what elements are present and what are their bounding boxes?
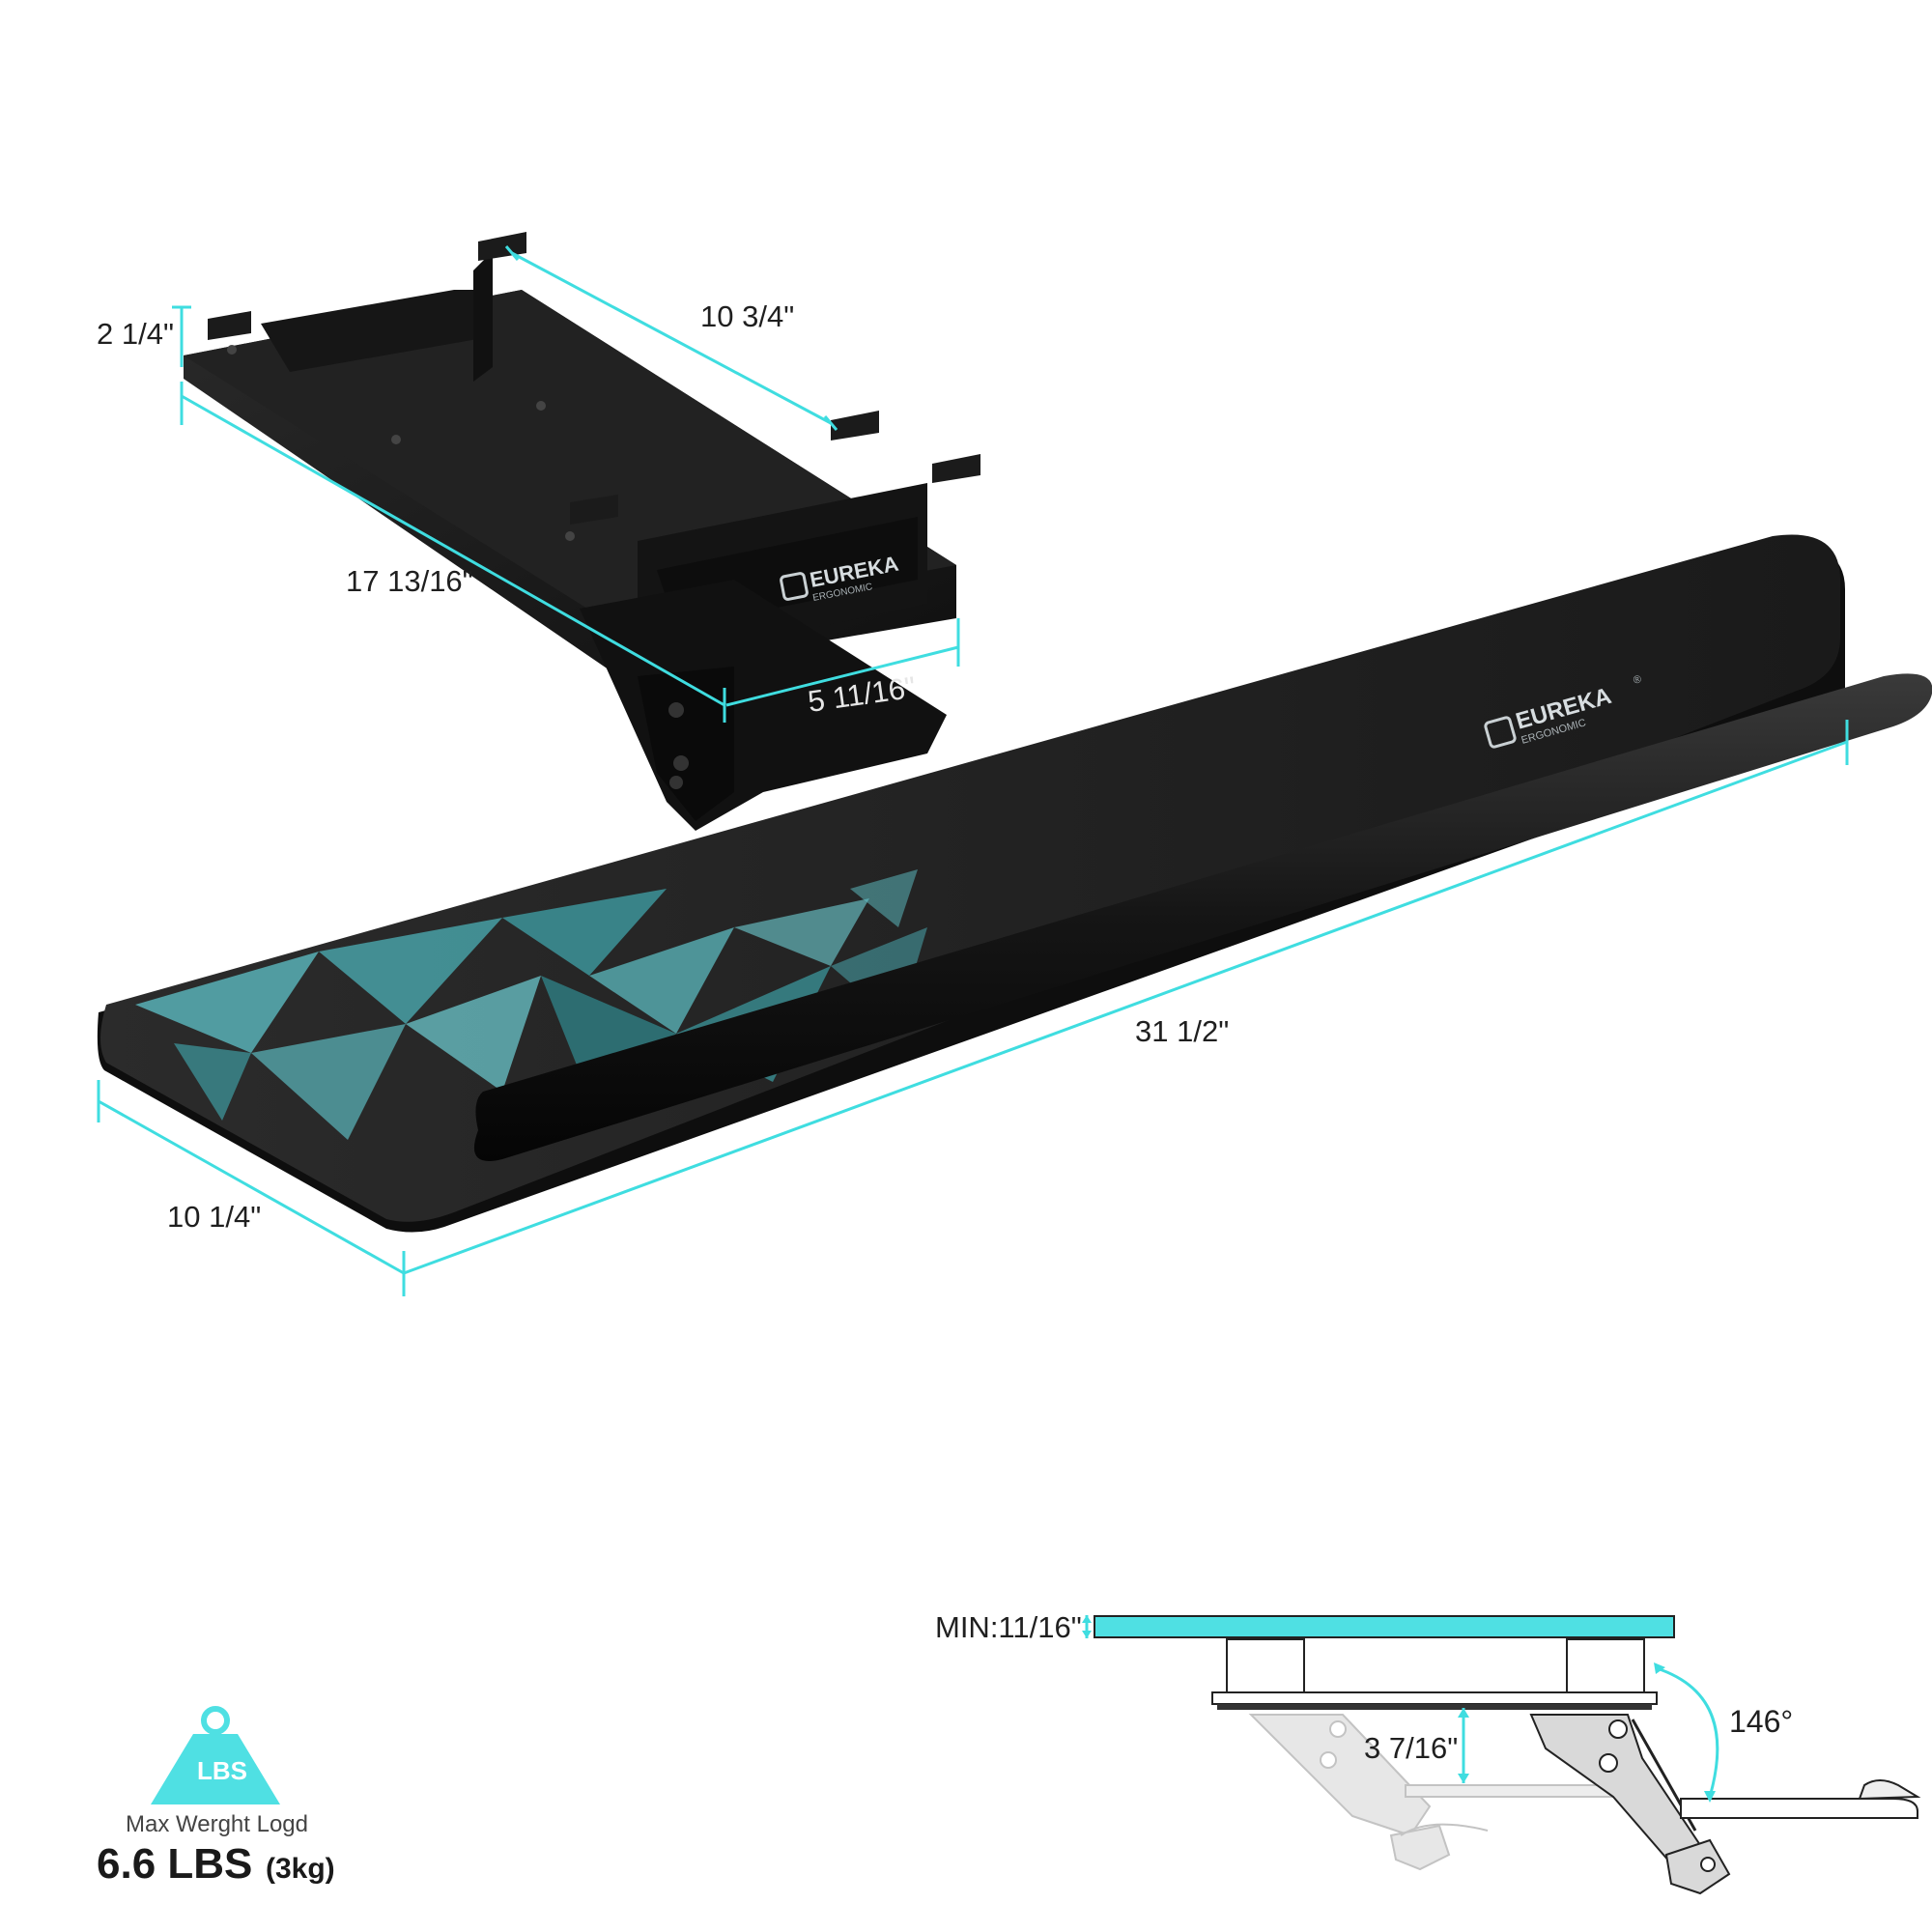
track-length-label: 17 13/16" <box>346 564 473 598</box>
tilt-angle-label: 146° <box>1729 1704 1793 1739</box>
min-clearance-label: MIN:11/16" <box>935 1610 1082 1644</box>
mounting-bracket: EUREKA ERGONOMIC <box>184 232 980 676</box>
weight-capacity-badge: LBS Max Werght Logd 6.6 LBS (3kg) <box>97 1706 335 1888</box>
side-view-diagram: MIN:11/16" 3 7/16" <box>935 1610 1921 1895</box>
weight-badge-label: LBS <box>197 1756 247 1785</box>
mat-brand-mark: ® <box>1633 673 1643 687</box>
support-arm <box>580 580 947 831</box>
desk-top <box>1094 1615 1675 1638</box>
weight-metric: (3kg) <box>266 1853 335 1885</box>
active-mechanism <box>1529 1714 1921 1895</box>
keyboard-tray: EUREKA ERGONOMIC ® <box>97 534 1932 1233</box>
weight-icon <box>151 1734 280 1804</box>
drop-height-label: 3 7/16" <box>1364 1731 1458 1765</box>
weight-caption: Max Werght Logd <box>126 1811 308 1837</box>
dimension-lines <box>97 245 1849 1296</box>
bracket-width-label: 10 3/4" <box>700 299 794 333</box>
tray-length-label: 31 1/2" <box>1135 1014 1229 1048</box>
weight-value: 6.6 LBS <box>97 1840 252 1888</box>
weight-ring-icon <box>201 1706 230 1735</box>
tray-depth-label: 10 1/4" <box>167 1200 261 1234</box>
bracket-height-label: 2 1/4" <box>97 317 174 351</box>
